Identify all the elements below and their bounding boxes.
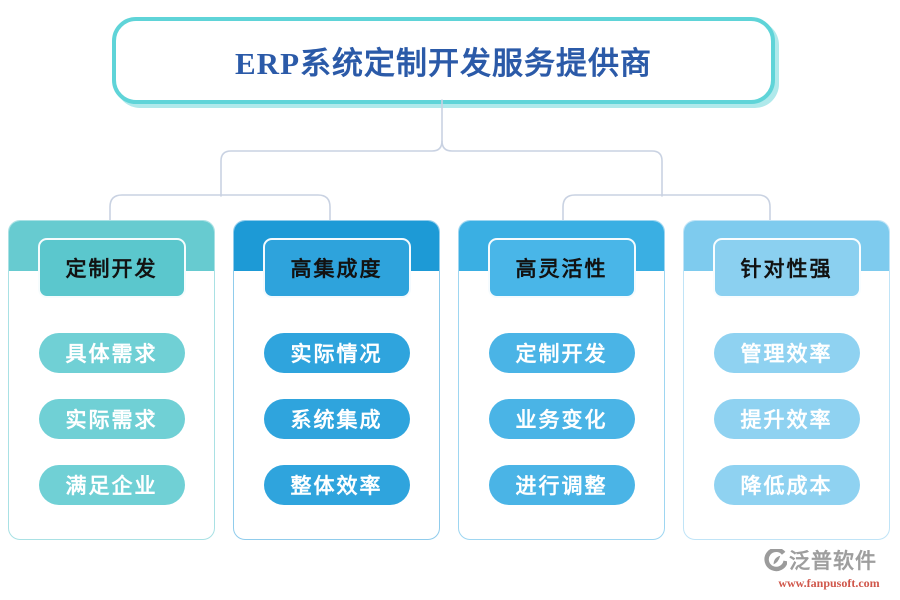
leaf-label: 具体需求 — [65, 342, 158, 366]
branch-column-4: 针对性强 管理效率 提升效率 降低成本 — [683, 220, 890, 540]
connector-stem-right — [441, 140, 663, 197]
leaf-label: 业务变化 — [515, 408, 608, 432]
leaf-node: 进行调整 — [488, 465, 635, 505]
leaf-node: 提升效率 — [713, 399, 860, 439]
connector-lines — [109, 99, 771, 221]
watermark-brand: 泛普软件 — [789, 549, 877, 573]
leaf-label: 定制开发 — [515, 342, 608, 366]
connector-stem-left — [220, 99, 443, 197]
column-header: 针对性强 — [712, 238, 861, 298]
leaf-node: 管理效率 — [713, 333, 860, 373]
column-header-label: 高集成度 — [290, 257, 383, 281]
leaf-node: 系统集成 — [263, 399, 410, 439]
leaf-node: 具体需求 — [38, 333, 185, 373]
fanpu-logo-icon — [764, 548, 787, 571]
leaf-node: 实际情况 — [263, 333, 410, 373]
connector-branch-left — [109, 194, 331, 221]
connector-branch-right — [562, 194, 771, 221]
column-header: 高集成度 — [262, 238, 411, 298]
page-title: ERP系统定制开发服务提供商 — [235, 46, 652, 81]
branch-column-3: 高灵活性 定制开发 业务变化 进行调整 — [458, 220, 665, 540]
leaf-label: 实际情况 — [290, 342, 383, 366]
watermark-url: www.fanpusoft.com — [778, 576, 880, 590]
leaf-label: 进行调整 — [515, 474, 608, 498]
leaf-node: 降低成本 — [713, 465, 860, 505]
leaf-label: 管理效率 — [740, 342, 833, 366]
leaf-label: 满足企业 — [65, 474, 158, 498]
column-header-label: 定制开发 — [65, 257, 158, 281]
branch-column-1: 定制开发 具体需求 实际需求 满足企业 — [8, 220, 215, 540]
leaf-node: 定制开发 — [488, 333, 635, 373]
leaf-label: 整体效率 — [290, 474, 383, 498]
column-header: 高灵活性 — [487, 238, 636, 298]
root-node: ERP系统定制开发服务提供商 — [112, 17, 775, 104]
leaf-node: 实际需求 — [38, 399, 185, 439]
leaf-node: 满足企业 — [38, 465, 185, 505]
column-header-label: 高灵活性 — [515, 257, 608, 281]
leaf-label: 系统集成 — [290, 408, 383, 432]
column-header-label: 针对性强 — [740, 257, 833, 281]
leaf-node: 整体效率 — [263, 465, 410, 505]
leaf-label: 降低成本 — [740, 474, 833, 498]
watermark: 泛普软件 www.fanpusoft.com — [764, 545, 894, 591]
leaf-label: 提升效率 — [740, 408, 833, 432]
column-header: 定制开发 — [37, 238, 186, 298]
leaf-node: 业务变化 — [488, 399, 635, 439]
branch-column-2: 高集成度 实际情况 系统集成 整体效率 — [233, 220, 440, 540]
leaf-label: 实际需求 — [65, 408, 158, 432]
